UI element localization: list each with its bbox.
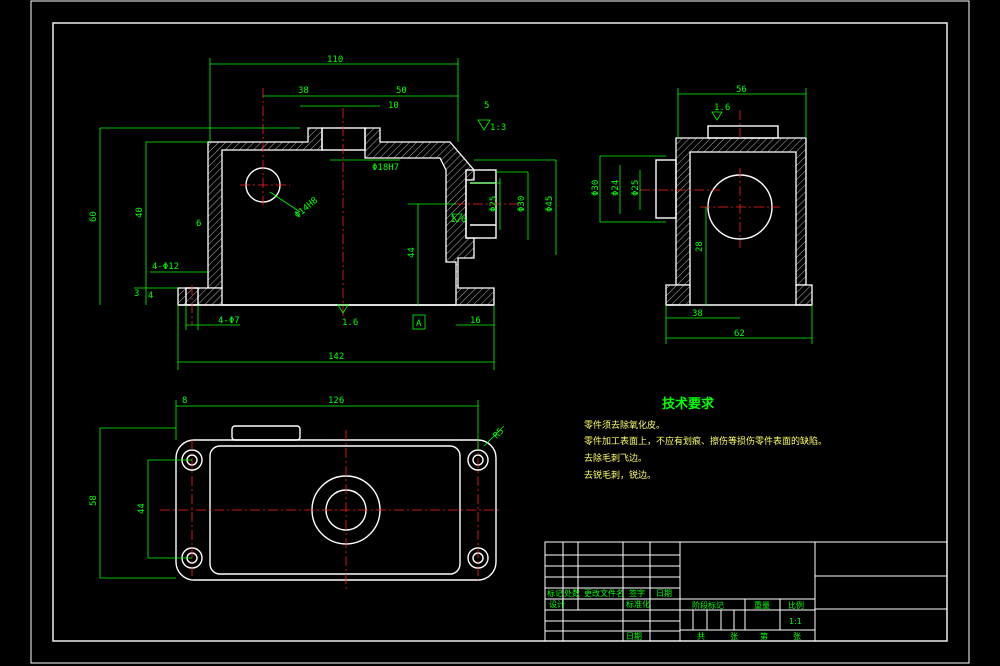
- tech-requirements: 技术要求 零件须去除氧化皮。 零件加工表面上，不应有划痕、擦伤等损伤零件表面的缺…: [584, 396, 827, 481]
- tb-page: 第: [760, 631, 768, 641]
- tb-weight: 重量: [754, 600, 770, 610]
- side-dim-38: 38: [692, 309, 703, 319]
- top-view: 8 126 R5 58 44: [89, 396, 506, 590]
- dim-bore: Φ18H7: [372, 163, 399, 173]
- dim-bolt-holes: 4-Φ12: [152, 262, 179, 272]
- dim-6: 6: [196, 219, 201, 229]
- dim-40: 40: [135, 207, 145, 218]
- inner-border: [52, 22, 948, 642]
- top-boss: [231, 425, 301, 441]
- dim-hole-14: Φ14H8: [293, 196, 320, 221]
- front-base-left: [177, 287, 223, 306]
- side-base: [665, 284, 691, 306]
- side-dim-56: 56: [736, 85, 747, 95]
- top-dim-58: 58: [89, 495, 99, 506]
- tb-approve: 日期: [626, 632, 642, 641]
- dim-110: 110: [327, 55, 343, 65]
- dim-142: 142: [328, 352, 344, 362]
- dim-50: 50: [396, 86, 407, 96]
- roughness-2: 1.6: [342, 318, 358, 328]
- tb-scale: 1:1: [789, 617, 802, 626]
- side-dim-d30: Φ30: [591, 180, 601, 196]
- tb-date: 日期: [656, 589, 672, 598]
- top-outer: [175, 439, 497, 581]
- top-dim-r5: R5: [492, 426, 507, 441]
- dim-4: 4: [148, 291, 153, 301]
- tb-design: 设计: [549, 599, 565, 609]
- datum-box: [412, 314, 426, 330]
- tech-title: 技术要求: [662, 396, 715, 412]
- dim-3: 3: [134, 289, 139, 299]
- side-dim-d25: Φ25: [631, 180, 641, 196]
- tb-ratio: 比例: [788, 600, 804, 610]
- dim-slope-5: 5: [484, 101, 489, 111]
- side-boss: [655, 159, 677, 219]
- tb-file: 更改文件名: [584, 588, 624, 598]
- dim-16: 16: [470, 316, 481, 326]
- tb-sign: 签字: [629, 588, 645, 598]
- top-dim-126: 126: [328, 396, 344, 406]
- tb-sheets: 张: [730, 632, 738, 641]
- top-boss-bore: [321, 127, 366, 151]
- tb-mark: 标记: [547, 588, 563, 598]
- side-base-right: [795, 284, 813, 306]
- dim-d25: Φ25: [489, 196, 499, 212]
- front-view: 110 38 50 10 5 1:3 60 40 6 4-Φ12 3 4 4-Φ…: [89, 55, 557, 370]
- side-dim-62: 62: [734, 329, 745, 339]
- tech-item-1: 零件须去除氧化皮。: [584, 419, 665, 431]
- tech-item-2: 零件加工表面上，不应有划痕、擦伤等损伤零件表面的缺陷。: [584, 435, 827, 447]
- tech-item-4: 去锐毛刺，锐边。: [584, 469, 656, 481]
- datum-a: A: [416, 319, 422, 329]
- side-roughness: 1.6: [714, 103, 730, 113]
- front-right-wall: [364, 127, 495, 306]
- tb-stage: 阶段标记: [692, 600, 724, 610]
- tb-count: 处数: [564, 588, 580, 598]
- dim-counterbore: 4-Φ7: [218, 316, 240, 326]
- dim-d45: Φ45: [545, 196, 555, 212]
- side-left-wall: [675, 137, 807, 286]
- side-dim-28: 28: [695, 241, 705, 252]
- side-view: 56 1.6 Φ30 Φ24 Φ25 28 38 62: [591, 85, 813, 344]
- tb-total: 共: [697, 632, 705, 641]
- dim-10: 10: [388, 101, 399, 111]
- tb-standard: 标准化: [626, 599, 650, 609]
- top-dim-8: 8: [182, 396, 187, 406]
- dim-44: 44: [407, 247, 417, 258]
- roughness-1: 1.6: [450, 215, 466, 225]
- dim-38: 38: [298, 86, 309, 96]
- side-top-boss: [707, 125, 779, 139]
- title-block: 标记 处数 更改文件名 签字 日期 设计 标准化 阶段标记 重量 比例 1:1 …: [544, 541, 948, 642]
- top-dim-44: 44: [137, 503, 147, 514]
- tb-sheet: 张: [793, 632, 801, 641]
- dim-60: 60: [89, 211, 99, 222]
- dim-slope-ratio: 1:3: [490, 123, 506, 133]
- side-dim-d24: Φ24: [611, 180, 621, 196]
- dim-d30: Φ30: [517, 196, 527, 212]
- tech-item-3: 去除毛刺飞边。: [584, 452, 647, 464]
- outer-border: [30, 0, 970, 664]
